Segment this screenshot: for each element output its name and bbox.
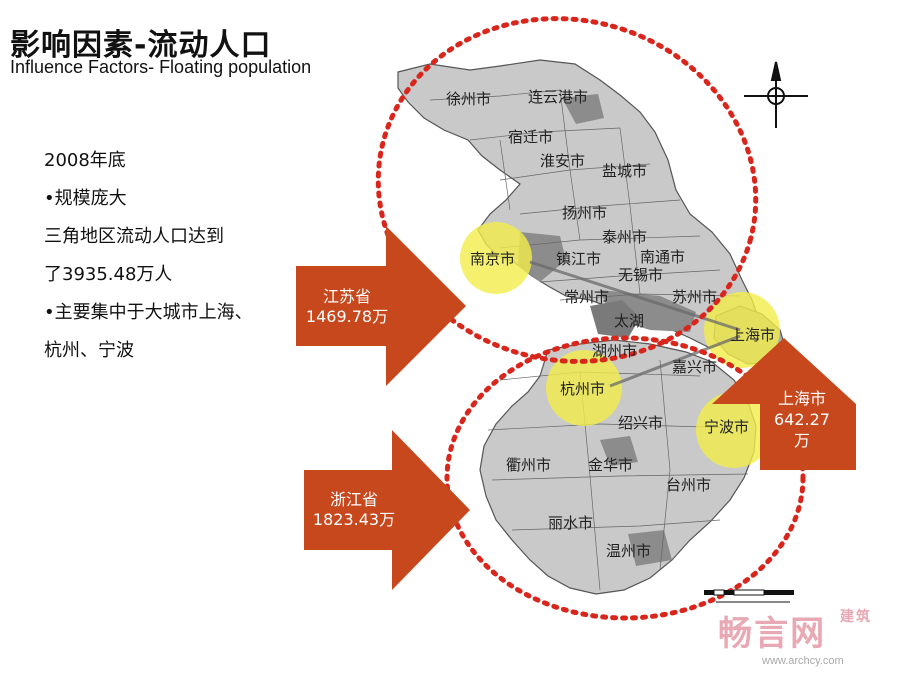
city-label: 盐城市 (602, 162, 647, 180)
city-label: 常州市 (564, 288, 609, 306)
zhejiang-callout-value: 1823.43万 (312, 510, 396, 529)
city-label: 丽水市 (548, 514, 593, 532)
zhejiang-dotted-ring (444, 335, 806, 621)
city-label: 衢州市 (506, 456, 551, 474)
city-label: 金华市 (588, 456, 633, 474)
city-label: 苏州市 (672, 288, 717, 306)
jiangsu-arrow (296, 226, 466, 386)
shanghai-callout-value: 642.27 (774, 410, 830, 429)
city-label: 嘉兴市 (672, 358, 717, 376)
city-label: 连云港市 (528, 88, 588, 106)
taihu-lake (590, 300, 640, 338)
jiangsu-callout-value: 1469.78万 (305, 307, 389, 326)
city-label: 温州市 (606, 542, 651, 560)
city-label: 绍兴市 (618, 414, 663, 432)
city-label: 无锡市 (618, 266, 663, 284)
highlight-ningbo (696, 392, 772, 468)
highlight-nanjing (460, 222, 532, 294)
text-line-total: 了3935.48万人 (44, 264, 173, 285)
city-label: 湖州市 (592, 342, 637, 360)
lianyungang-dark (562, 94, 604, 124)
text-line-bullet-scale: •规模庞大 (44, 188, 127, 209)
city-label: 镇江市 (556, 250, 601, 268)
city-label: 泰州市 (602, 228, 647, 246)
city-label: 宿迁市 (508, 128, 553, 146)
scale-bar-icon (704, 589, 794, 603)
city-label: 台州市 (666, 476, 711, 494)
jiangsu-dotted-ring (375, 16, 759, 364)
watermark-side-text: 建筑 (840, 609, 872, 625)
shanghai-arrow (712, 338, 856, 470)
city-label: 上海市 (730, 326, 775, 344)
zhejiang-arrow (304, 430, 470, 590)
zhejiang-callout: 浙江省 1823.43万 (312, 490, 396, 530)
compass-icon (744, 61, 808, 128)
watermark-url: www.archcy.com (762, 655, 844, 667)
watermark-logo-text: 畅言网 (718, 614, 827, 654)
jinhua-dark (600, 436, 638, 466)
jiangsu-callout: 江苏省 1469.78万 (304, 287, 390, 327)
city-label: 徐州市 (446, 90, 491, 108)
watermark-logo: 畅言网 建筑 (718, 606, 872, 655)
zhejiang-region (479, 339, 757, 595)
connection-lines (529, 260, 741, 388)
text-line-year: 2008年底 (44, 150, 126, 171)
shanghai-callout-unit: 万 (793, 431, 810, 450)
city-label: 杭州市 (560, 380, 605, 398)
city-label: 太湖 (614, 312, 644, 330)
city-label: 南通市 (640, 248, 685, 266)
city-label: 宁波市 (704, 418, 749, 436)
city-label: 南京市 (470, 250, 515, 268)
highlight-hangzhou (546, 350, 622, 426)
shanghai-callout: 上海市 642.27 万 (762, 388, 842, 451)
body-text: 2008年底 •规模庞大 三角地区流动人口达到 了3935.48万人 •主要集中… (44, 142, 306, 370)
city-highlights (460, 222, 780, 468)
shanghai-callout-name: 上海市 (777, 389, 826, 408)
jiangsu-callout-name: 江苏省 (322, 287, 371, 306)
text-line-region: 三角地区流动人口达到 (44, 226, 224, 247)
page-title: 影响因素-流动人口 (10, 28, 272, 63)
zhejiang-callout-name: 浙江省 (329, 490, 378, 509)
text-line-bullet-cities: •主要集中于大城市上海、 (44, 302, 253, 323)
page-subtitle: Influence Factors- Floating population (10, 57, 312, 77)
city-label: 淮安市 (540, 152, 585, 170)
city-label: 扬州市 (562, 204, 607, 222)
text-line-cities: 杭州、宁波 (44, 340, 134, 361)
highlight-shanghai (704, 292, 780, 368)
